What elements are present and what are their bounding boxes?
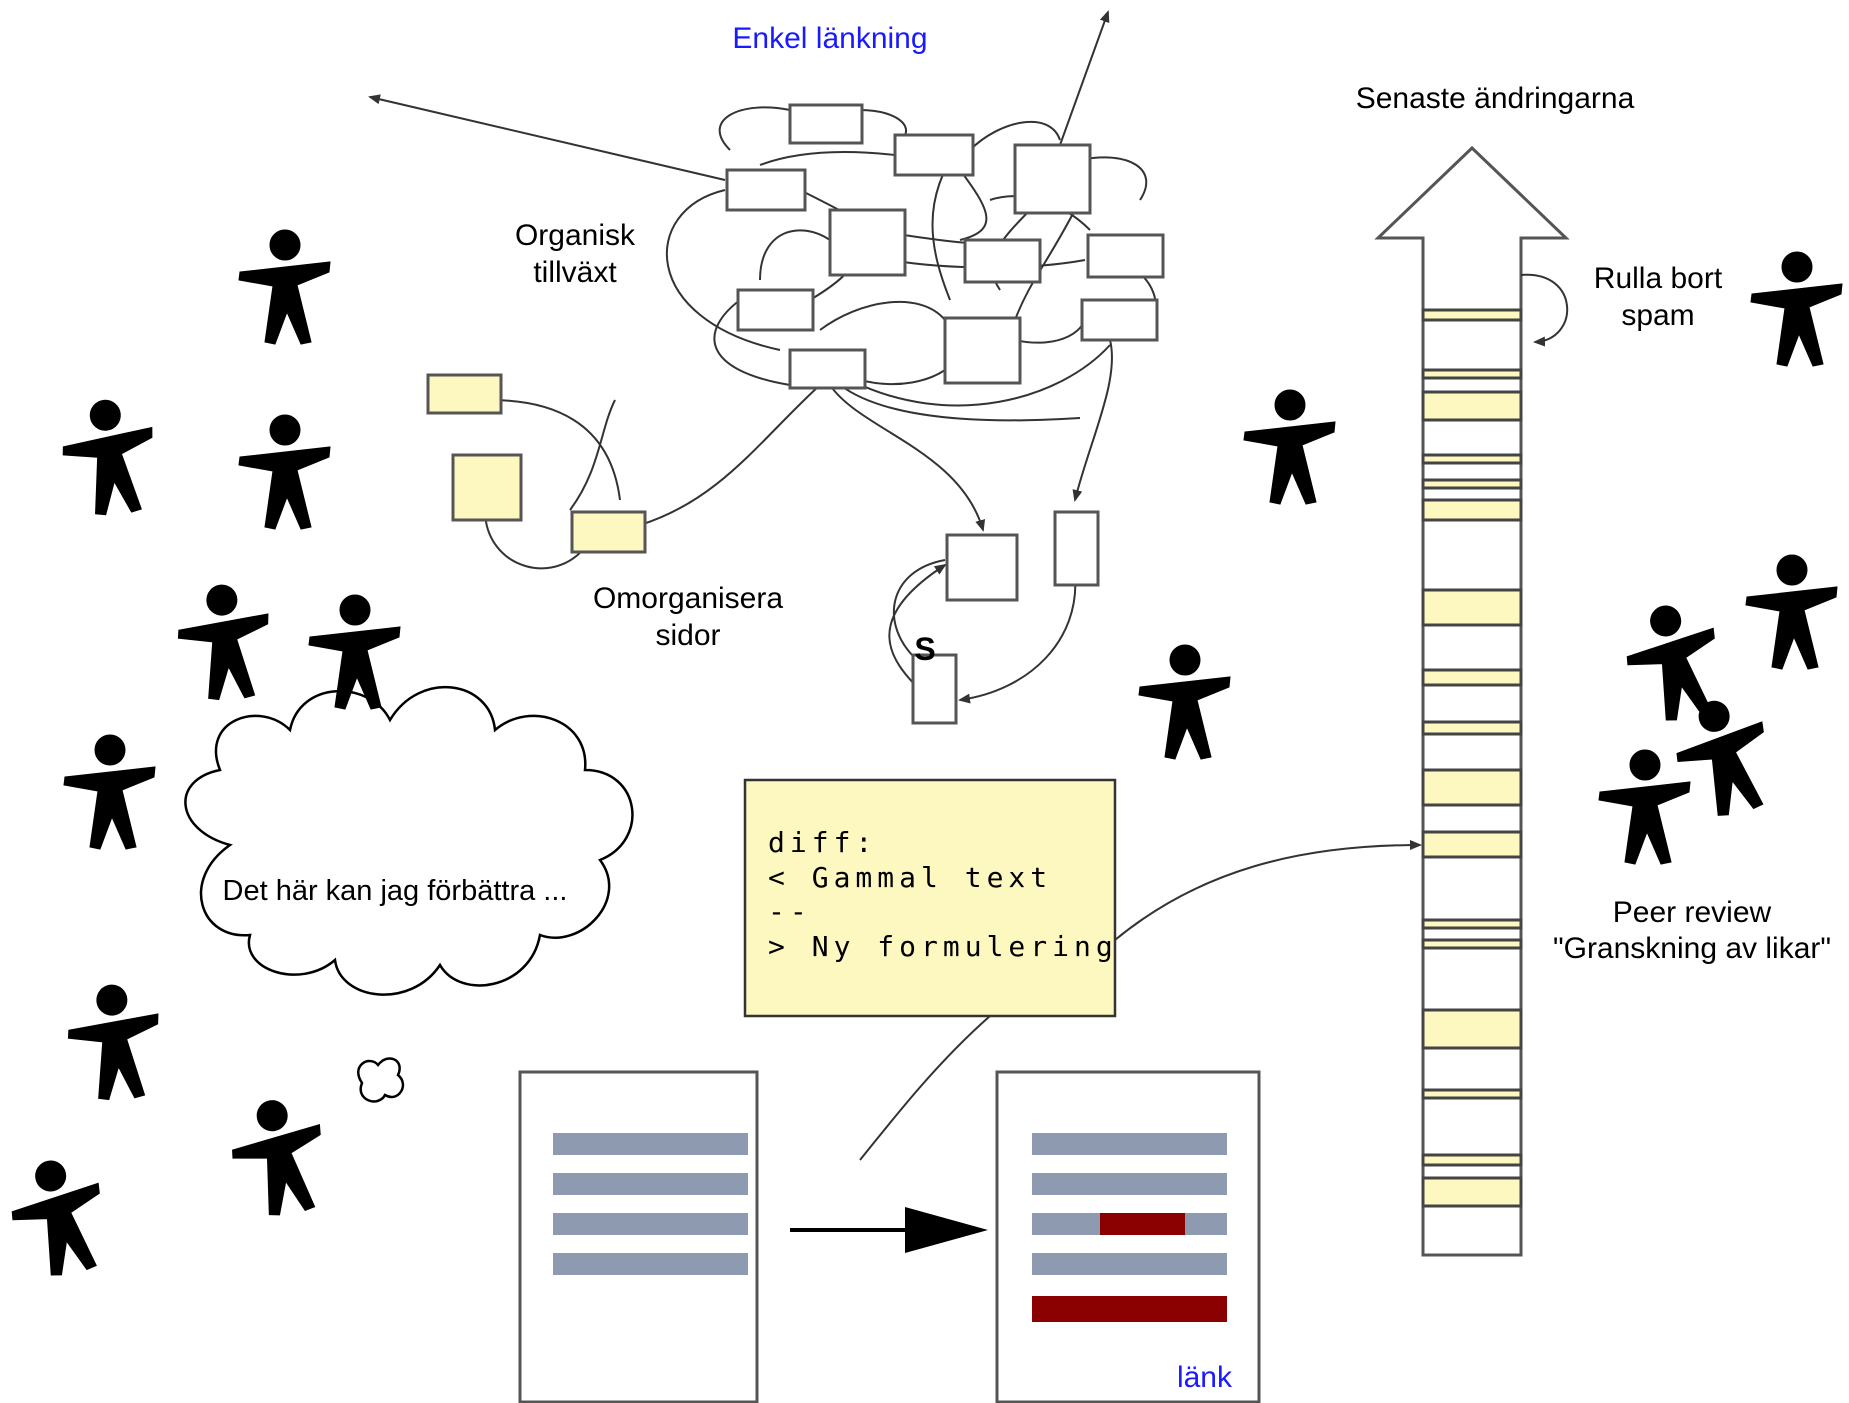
page-node — [911, 653, 958, 725]
peer-review-label-line1: Peer review — [1613, 896, 1772, 929]
person-icon — [1665, 690, 1783, 825]
diff-line-4: > Ny formulering — [768, 930, 1118, 963]
page-node — [828, 208, 907, 277]
thought-text: Det här kan jag förbättra ... — [223, 875, 568, 907]
simple-linking-label: Enkel länkning — [732, 22, 927, 55]
page-node — [736, 288, 815, 332]
page-node — [943, 316, 1022, 385]
reorganized-page-node — [426, 373, 503, 415]
page-node — [1013, 143, 1092, 215]
page-node — [1080, 298, 1159, 342]
person-icon — [57, 395, 161, 520]
page-node — [945, 533, 1019, 602]
person-icon — [238, 229, 331, 345]
document-after — [995, 1070, 1261, 1403]
reorganized-page-node — [451, 453, 523, 522]
link-network-nodes — [426, 103, 1165, 725]
reorganize-label-line2: sidor — [655, 619, 720, 652]
person-icon — [1243, 389, 1336, 505]
page-node — [893, 133, 975, 177]
person-icon — [64, 981, 165, 1103]
page-node — [1086, 233, 1165, 279]
page-node — [788, 348, 867, 390]
recent-changes-label: Senaste ändringarna — [1356, 82, 1635, 115]
diff-note: diff: < Gammal text -- > Ny formulering — [743, 778, 1118, 1018]
page-node — [788, 103, 864, 145]
diff-line-2: < Gammal text — [768, 861, 1052, 894]
document-before — [518, 1070, 759, 1403]
organic-growth-label-line1: Organisk — [515, 219, 636, 252]
person-icon — [1745, 554, 1838, 670]
person-icon — [1750, 251, 1843, 367]
page-node — [725, 168, 807, 212]
person-icon — [63, 734, 156, 850]
reorganize-label-line1: Omorganisera — [593, 582, 783, 615]
change-entries — [1421, 308, 1523, 1208]
person-icon — [1138, 644, 1231, 760]
rollback-label-line1: Rulla bort — [1594, 262, 1723, 295]
peer-review-label-line2: "Granskning av likar" — [1553, 932, 1831, 965]
diff-line-3: -- — [768, 895, 812, 928]
recent-changes-arrow — [1374, 145, 1570, 1257]
page-node — [1053, 510, 1100, 587]
reorganized-page-node — [570, 510, 647, 554]
diff-line-1: diff: — [768, 826, 877, 859]
organic-growth-label-line2: tillväxt — [533, 256, 617, 289]
person-icon — [2, 1151, 116, 1283]
s-marker: S — [914, 631, 935, 667]
person-icon — [223, 1092, 335, 1222]
edit-arrow — [790, 1207, 988, 1253]
link-label[interactable]: länk — [1177, 1361, 1233, 1394]
thought-cloud — [184, 685, 634, 1103]
person-icon — [238, 414, 331, 530]
person-icon — [174, 581, 275, 703]
page-node — [963, 238, 1042, 284]
rollback-label-line2: spam — [1621, 299, 1694, 332]
person-icon — [1598, 749, 1691, 865]
